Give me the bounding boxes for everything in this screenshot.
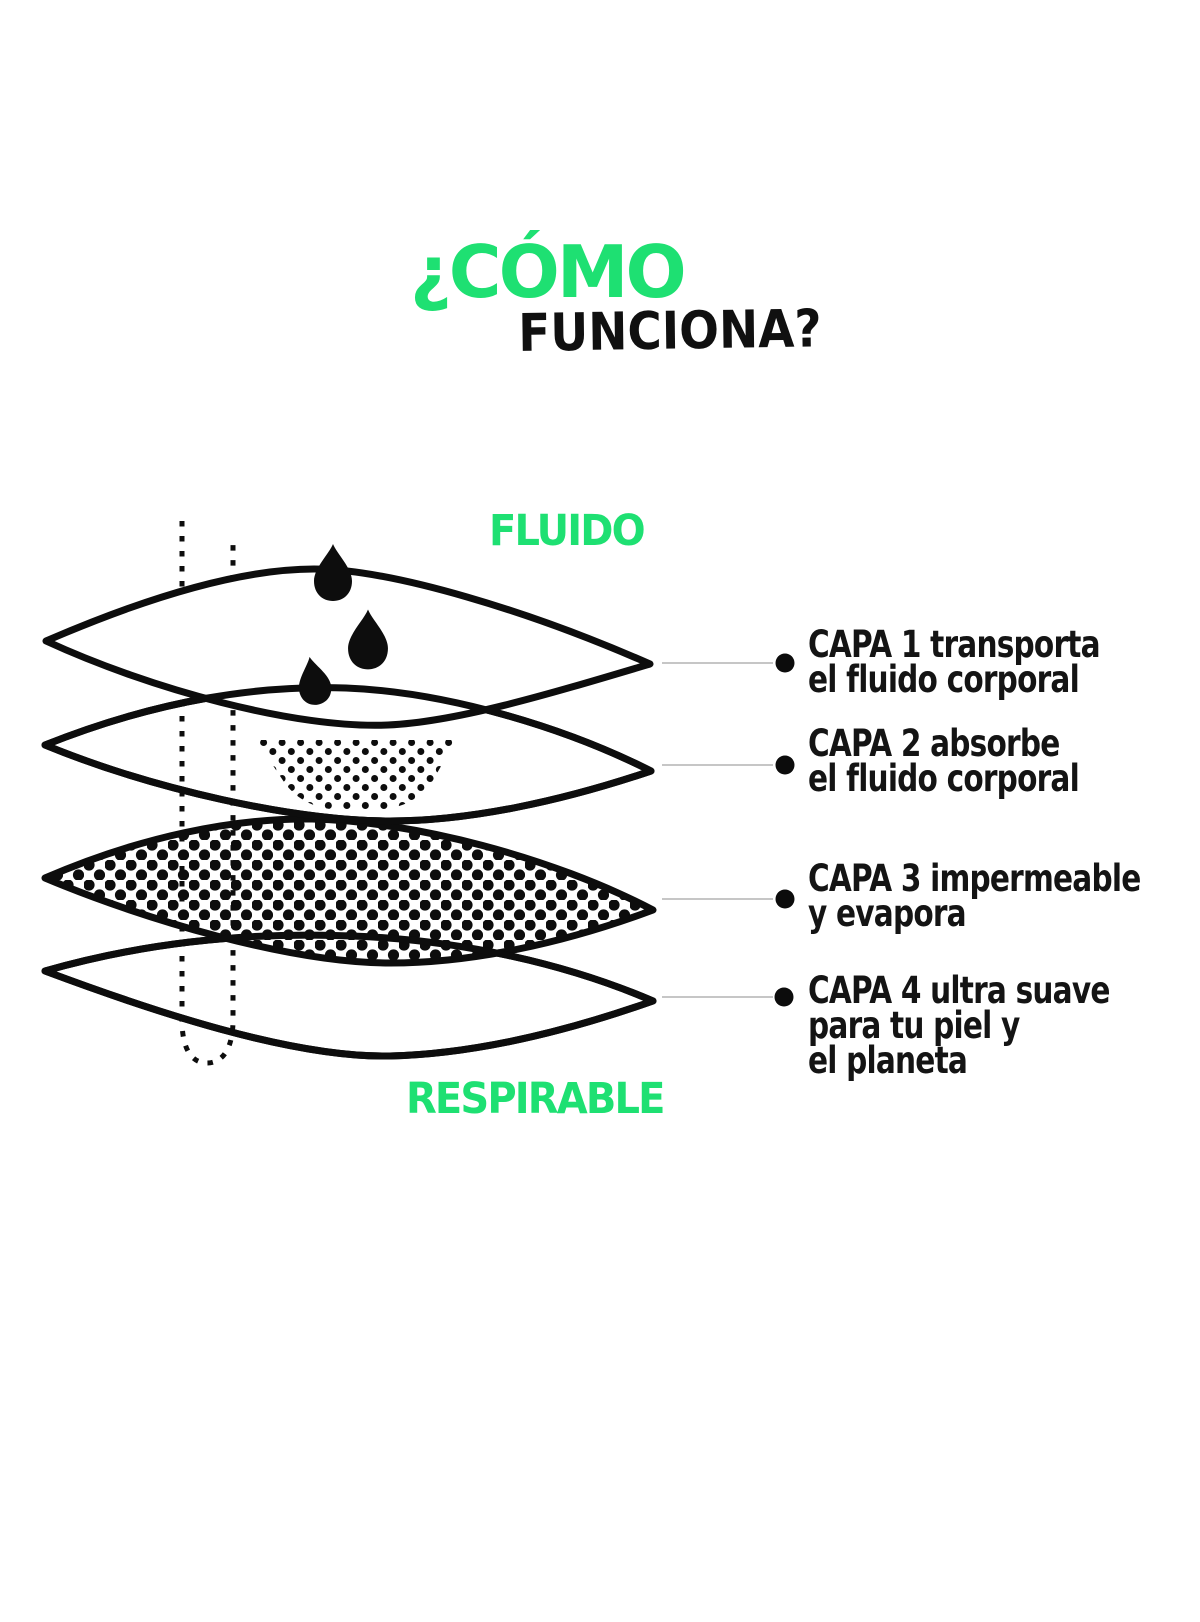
capa-2-line-1: CAPA 2 absorbe bbox=[808, 722, 1060, 765]
capa-3-line-1: CAPA 3 impermeable bbox=[808, 857, 1141, 900]
leader-dot-capa-3 bbox=[775, 889, 795, 909]
dotted-waterproof-layer bbox=[45, 818, 653, 963]
leader-dot-capa-4 bbox=[774, 987, 794, 1007]
capa-2-line-2: el fluido corporal bbox=[808, 757, 1080, 800]
breathable-label: RESPIRABLE bbox=[406, 1074, 665, 1124]
layer-1-sheet bbox=[42, 565, 654, 729]
layer-label-capa-4: CAPA 4 ultra suave para tu piel y el pla… bbox=[808, 969, 1110, 1082]
layer-4-edge bbox=[41, 931, 657, 1060]
leader-dot-capa-1 bbox=[775, 653, 795, 673]
layer-label-capa-3: CAPA 3 impermeable y evapora bbox=[808, 857, 1141, 935]
leader-lines bbox=[662, 653, 795, 1007]
capa-3-line-2: y evapora bbox=[808, 892, 967, 935]
leader-dot-capa-2 bbox=[775, 755, 795, 775]
droplet-icon bbox=[298, 544, 388, 705]
fluid-label: FLUIDO bbox=[489, 506, 646, 556]
layer-label-capa-1: CAPA 1 transporta el fluido corporal bbox=[808, 623, 1101, 701]
capa-4-line-3: el planeta bbox=[808, 1039, 968, 1082]
dotted-absorbent-patch bbox=[256, 740, 456, 810]
capa-4-line-2: para tu piel y bbox=[808, 1004, 1020, 1047]
page-title-line-1: ¿CÓMO bbox=[410, 230, 687, 314]
capa-1-line-1: CAPA 1 transporta bbox=[808, 623, 1101, 666]
layer-2-edge bbox=[41, 684, 655, 825]
capa-4-line-1: CAPA 4 ultra suave bbox=[808, 969, 1110, 1012]
layer-label-capa-2: CAPA 2 absorbe el fluido corporal bbox=[808, 722, 1080, 800]
capa-1-line-2: el fluido corporal bbox=[808, 658, 1080, 701]
dashed-flow-guide bbox=[179, 521, 236, 1066]
